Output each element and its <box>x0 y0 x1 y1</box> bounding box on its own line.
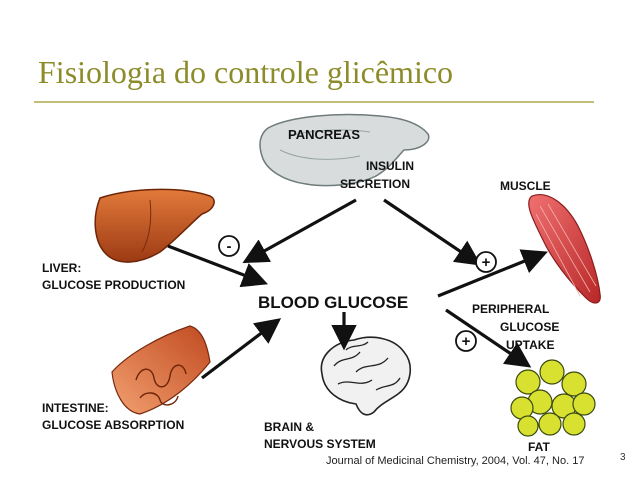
peripheral-label-line1: PERIPHERAL <box>472 302 549 316</box>
muscle-icon <box>528 194 601 304</box>
slide-title: Fisiologia do controle glicêmico <box>38 54 454 90</box>
insulin-label-line1: INSULIN <box>366 159 414 173</box>
intestine-icon <box>111 325 211 415</box>
sign-muscle-circle: + <box>475 251 497 273</box>
liver-label-line2: GLUCOSE PRODUCTION <box>42 278 185 292</box>
pancreas-label: PANCREAS <box>288 127 360 142</box>
peripheral-label-line3: UPTAKE <box>506 338 554 352</box>
page-number: 3 <box>620 452 626 463</box>
arrow-pancreas-inhibits-liver <box>242 198 357 264</box>
arrow-liver-to-blood-glucose <box>167 244 268 288</box>
liver-label-line1: LIVER: <box>42 261 81 275</box>
sign-liver-circle: - <box>218 235 240 257</box>
insulin-label-line2: SECRETION <box>340 177 410 191</box>
peripheral-label-line2: GLUCOSE <box>500 320 559 334</box>
brain-label-line1: BRAIN & <box>264 420 314 434</box>
arrow-blood-glucose-to-muscle <box>437 249 548 298</box>
intestine-label-line2: GLUCOSE ABSORPTION <box>42 418 184 432</box>
brain-label-line2: NERVOUS SYSTEM <box>264 437 376 451</box>
muscle-label: MUSCLE <box>500 179 551 193</box>
arrow-blood-glucose-to-fat <box>445 308 532 368</box>
arrow-intestine-to-blood-glucose <box>201 318 282 380</box>
pancreas-icon <box>259 113 430 187</box>
intestine-label-line1: INTESTINE: <box>42 401 109 415</box>
sign-muscle: + <box>482 254 491 271</box>
liver-icon <box>94 188 215 263</box>
brain-icon <box>320 336 411 416</box>
sign-fat: + <box>462 333 471 350</box>
blood-glucose-label: BLOOD GLUCOSE <box>258 293 408 312</box>
title-divider <box>34 101 594 103</box>
fat-cells-icon <box>510 359 596 437</box>
sign-liver: - <box>227 238 232 255</box>
citation: Journal of Medicinal Chemistry, 2004, Vo… <box>326 455 585 467</box>
fat-label: FAT <box>528 440 550 454</box>
arrow-pancreas-to-muscle <box>383 198 482 266</box>
sign-fat-circle: + <box>455 330 477 352</box>
